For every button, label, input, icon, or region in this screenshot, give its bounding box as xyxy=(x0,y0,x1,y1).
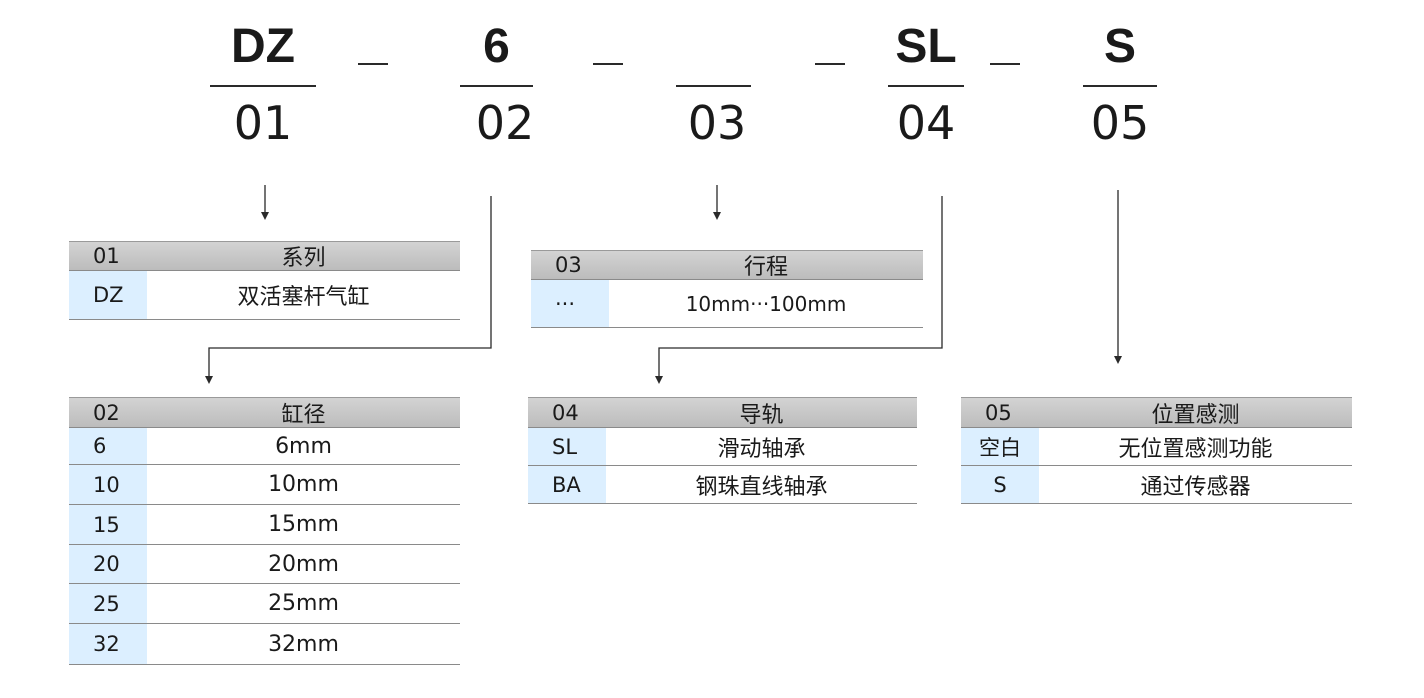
row-key: 25 xyxy=(69,584,147,623)
stroke-table-header: 03 行程 xyxy=(531,250,923,280)
row-key: 6 xyxy=(69,428,147,464)
table-row: 32 32mm xyxy=(69,624,460,665)
code-guide: SL xyxy=(895,20,957,73)
guide-table-header: 04 导轨 xyxy=(528,397,917,428)
series-table: 01 系列 DZ 双活塞杆气缸 xyxy=(69,241,460,320)
table-row: S 通过传感器 xyxy=(961,466,1352,504)
separator-dash xyxy=(358,63,388,65)
table-row: ··· 10mm···100mm xyxy=(531,280,923,328)
position-number-03: 03 xyxy=(687,96,747,150)
header-title: 位置感测 xyxy=(1151,402,1240,428)
row-key: BA xyxy=(528,466,606,503)
header-title: 导轨 xyxy=(739,402,784,428)
table-row: 15 15mm xyxy=(69,505,460,545)
row-key: 20 xyxy=(69,545,147,583)
sensor-table: 05 位置感测 空白 无位置感测功能 S 通过传感器 xyxy=(961,397,1352,504)
row-key: 空白 xyxy=(961,428,1039,465)
connector-04-arrow xyxy=(655,196,943,384)
table-row: 10 10mm xyxy=(69,465,460,505)
table-row: BA 钢珠直线轴承 xyxy=(528,466,917,504)
row-value: 32mm xyxy=(268,631,339,657)
row-key: 10 xyxy=(69,465,147,504)
code-bore: 6 xyxy=(483,20,510,73)
bore-table-header: 02 缸径 xyxy=(69,397,460,428)
table-row: SL 滑动轴承 xyxy=(528,428,917,466)
table-row: 空白 无位置感测功能 xyxy=(961,428,1352,466)
header-key: 03 xyxy=(555,253,582,277)
header-key: 02 xyxy=(93,400,120,425)
row-value: 滑动轴承 xyxy=(717,436,806,462)
header-title: 行程 xyxy=(743,255,788,280)
row-key: DZ xyxy=(69,271,147,319)
table-row: 25 25mm xyxy=(69,584,460,624)
underline-series xyxy=(210,85,316,87)
code-sensor: S xyxy=(1103,20,1136,73)
position-number-02: 02 xyxy=(475,96,535,150)
underline-guide xyxy=(888,85,964,87)
table-row: 6 6mm xyxy=(69,428,460,465)
row-key: ··· xyxy=(531,280,609,327)
header-title: 缸径 xyxy=(281,402,326,428)
row-value: 无位置感测功能 xyxy=(1118,436,1273,462)
guide-table: 04 导轨 SL 滑动轴承 BA 钢珠直线轴承 xyxy=(528,397,917,504)
sensor-table-header: 05 位置感测 xyxy=(961,397,1352,428)
row-key: 15 xyxy=(69,505,147,544)
row-value: 10mm xyxy=(268,472,339,497)
table-row: 20 20mm xyxy=(69,545,460,584)
row-value: 钢珠直线轴承 xyxy=(695,474,828,500)
row-value: 通过传感器 xyxy=(1140,474,1251,500)
underline-bore xyxy=(460,85,533,87)
row-key: S xyxy=(961,466,1039,503)
row-value: 20mm xyxy=(268,551,339,577)
underline-sensor xyxy=(1083,85,1157,87)
header-key: 01 xyxy=(93,244,120,268)
separator-dash xyxy=(593,63,623,65)
connector-02-arrow xyxy=(205,196,492,384)
row-key: 32 xyxy=(69,624,147,664)
row-key: SL xyxy=(528,428,606,465)
row-value: 10mm···100mm xyxy=(685,291,847,316)
header-key: 04 xyxy=(552,400,579,425)
bore-table: 02 缸径 6 6mm 10 10mm 15 15mm 20 20mm 25 2… xyxy=(69,397,460,665)
code-series: DZ xyxy=(231,20,295,73)
header-key: 05 xyxy=(985,400,1012,425)
table-row: DZ 双活塞杆气缸 xyxy=(69,271,460,320)
series-table-header: 01 系列 xyxy=(69,241,460,271)
stroke-table: 03 行程 ··· 10mm···100mm xyxy=(531,250,923,328)
row-value: 双活塞杆气缸 xyxy=(237,285,370,310)
row-value: 15mm xyxy=(268,512,339,537)
header-title: 系列 xyxy=(281,246,326,271)
underline-stroke xyxy=(676,85,751,87)
row-value: 25mm xyxy=(268,591,339,616)
separator-dash xyxy=(815,63,845,65)
separator-dash xyxy=(990,63,1020,65)
position-number-05: 05 xyxy=(1090,96,1150,150)
position-number-04: 04 xyxy=(896,96,956,150)
position-number-01: 01 xyxy=(233,96,293,150)
row-value: 6mm xyxy=(275,433,332,459)
